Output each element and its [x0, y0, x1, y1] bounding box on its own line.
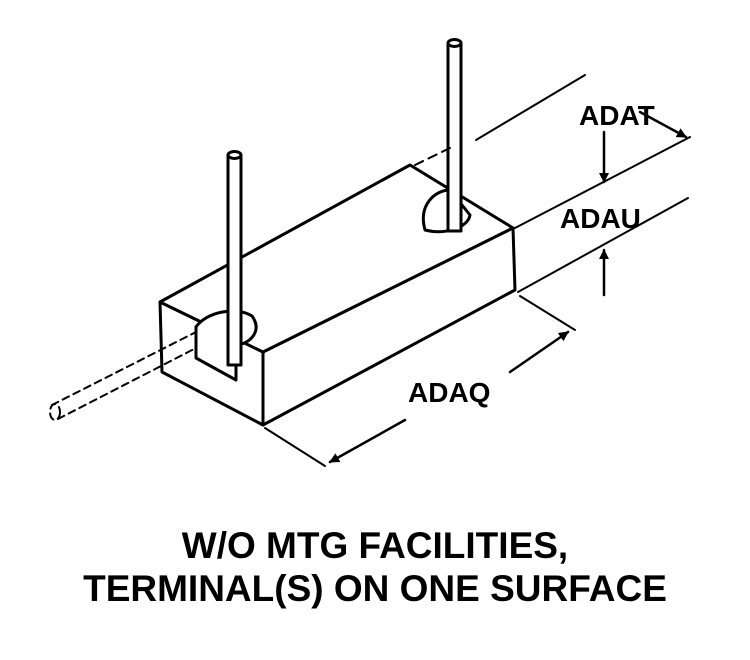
- terminal-pin-front: [226, 150, 243, 367]
- caption-line-2: TERMINAL(S) ON ONE SURFACE: [83, 568, 667, 609]
- hidden-terminal: [49, 331, 197, 421]
- adaq-arrow-lower: [328, 418, 407, 464]
- dimension-label-adau: ADAU: [560, 203, 641, 234]
- terminal-pin-rear: [446, 38, 463, 233]
- dimension-label-adaq: ADAQ: [408, 377, 491, 408]
- adaq-arrow-upper: [508, 330, 570, 374]
- dimension-arrows: [328, 110, 688, 464]
- caption-line-1: W/O MTG FACILITIES,: [181, 525, 569, 566]
- adat-arrow-upper: [638, 110, 688, 139]
- hidden-edge: [414, 147, 451, 166]
- dimension-label-adat: ADAT: [579, 100, 655, 131]
